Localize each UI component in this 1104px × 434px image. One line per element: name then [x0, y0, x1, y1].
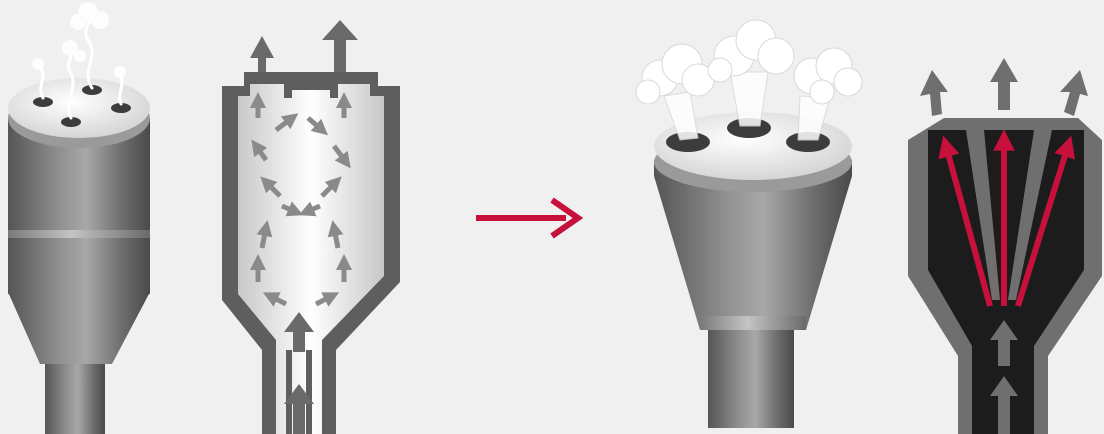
- nozzle-groove: [8, 230, 150, 238]
- inlet-wall: [306, 350, 312, 434]
- up-arrow-icon: [920, 70, 948, 116]
- smoke-puffs: [32, 2, 126, 78]
- nozzle-cone: [8, 292, 150, 364]
- up-arrow-icon: [250, 36, 274, 72]
- inlet-wall: [286, 350, 292, 434]
- conventional-cross-section: [222, 20, 400, 434]
- up-arrow-icon: [322, 20, 358, 72]
- nozzle-stem: [708, 328, 794, 428]
- outlet-arrows: [250, 20, 358, 72]
- conventional-nozzle: [8, 2, 150, 434]
- right-arrow-icon: [476, 200, 578, 236]
- outlet-arrows: [920, 58, 1088, 116]
- optimized-nozzle: [636, 20, 862, 428]
- optimized-cross-section: [908, 58, 1102, 434]
- nozzle-stem: [45, 360, 105, 434]
- spray-plumes: [636, 20, 862, 140]
- up-arrow-icon: [1060, 70, 1088, 116]
- up-arrow-icon: [990, 58, 1018, 110]
- nozzle-collar: [700, 316, 806, 330]
